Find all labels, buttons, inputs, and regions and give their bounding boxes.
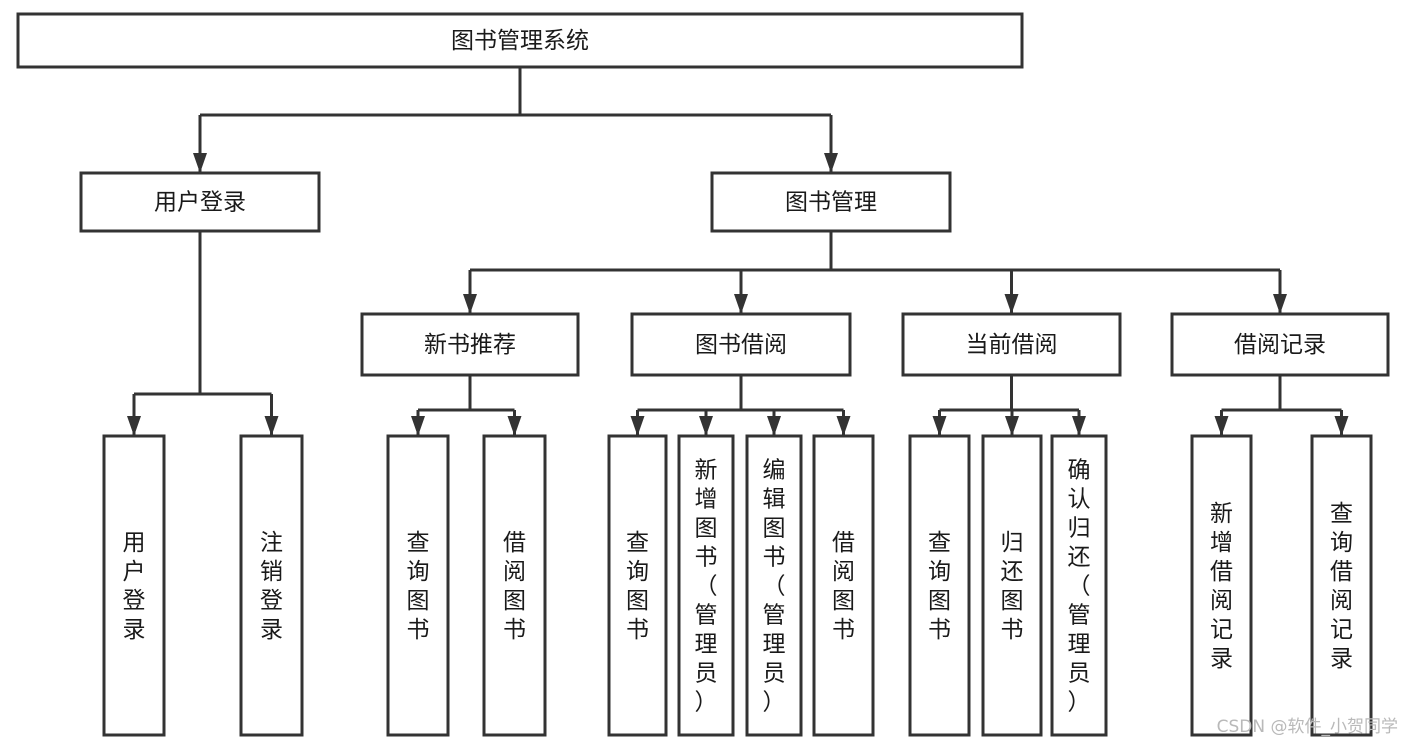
node-leaf-return-book[interactable]: 归还图书: [981, 434, 1043, 737]
node-leaf-edit-book-admin[interactable]: 编辑图书（管理员）: [745, 434, 803, 737]
node-leaf-query-borrow-record-label: 查询借阅记录: [1330, 501, 1353, 672]
node-leaf-borrow-book-borrow-rect: [812, 434, 875, 737]
node-leaf-query-borrow-record[interactable]: 查询借阅记录: [1310, 434, 1373, 737]
connector-arrowhead: [1072, 416, 1086, 436]
node-book-borrow-rect: [630, 312, 852, 377]
node-book-borrow-label: 图书借阅: [695, 332, 787, 358]
connector-arrowhead: [264, 416, 279, 436]
connector-arrowhead: [699, 416, 713, 436]
connector-arrowhead: [1214, 416, 1229, 436]
node-root-root-rect: [16, 12, 1024, 69]
node-leaf-user-login-label: 用户登录: [123, 530, 146, 643]
node-root-root-label: 图书管理系统: [451, 28, 589, 54]
node-leaf-query-book-current[interactable]: 查询图书: [908, 434, 971, 737]
connector-arrowhead: [630, 416, 645, 436]
node-borrow-record[interactable]: 借阅记录: [1170, 312, 1390, 377]
node-leaf-query-book-borrow-rect: [607, 434, 668, 737]
node-borrow-record-rect: [1170, 312, 1390, 377]
connector-arrowhead: [767, 416, 781, 436]
node-leaf-logout[interactable]: 注销登录: [239, 434, 304, 737]
node-leaf-add-borrow-record[interactable]: 新增借阅记录: [1190, 434, 1253, 737]
connector-arrowhead: [463, 294, 477, 314]
node-current-borrow-label: 当前借阅: [966, 332, 1058, 358]
node-root-root[interactable]: 图书管理系统: [16, 12, 1024, 69]
node-leaf-user-login-rect: [102, 434, 166, 737]
connector-arrowhead: [193, 153, 207, 173]
connector-arrowhead: [507, 416, 522, 436]
node-new-book-recommend-rect: [360, 312, 580, 377]
node-current-borrow[interactable]: 当前借阅: [901, 312, 1122, 377]
connector-arrowhead: [734, 294, 748, 314]
node-leaf-query-book-borrow[interactable]: 查询图书: [607, 434, 668, 737]
node-current-borrow-rect: [901, 312, 1122, 377]
node-leaf-query-book-borrow-label: 查询图书: [626, 530, 649, 643]
connector-arrowhead: [1334, 416, 1349, 436]
node-leaf-confirm-return-admin-rect: [1050, 434, 1108, 737]
node-leaf-query-book-recommend-rect: [386, 434, 450, 737]
connectors-layer: [127, 67, 1349, 436]
node-book-management-label: 图书管理: [785, 190, 877, 216]
node-leaf-confirm-return-admin-label: 确认归还（管理员）: [1068, 458, 1091, 716]
node-leaf-borrow-book-borrow[interactable]: 借阅图书: [812, 434, 875, 737]
node-borrow-record-label: 借阅记录: [1234, 332, 1326, 358]
node-user-login[interactable]: 用户登录: [79, 171, 321, 233]
node-leaf-borrow-book-borrow-label: 借阅图书: [832, 530, 855, 643]
node-leaf-edit-book-admin-rect: [745, 434, 803, 737]
node-leaf-query-book-current-rect: [908, 434, 971, 737]
node-leaf-query-book-recommend[interactable]: 查询图书: [386, 434, 450, 737]
node-book-borrow[interactable]: 图书借阅: [630, 312, 852, 377]
node-book-management[interactable]: 图书管理: [710, 171, 952, 233]
node-leaf-logout-label: 注销登录: [260, 530, 283, 643]
node-user-login-rect: [79, 171, 321, 233]
node-leaf-query-book-current-label: 查询图书: [928, 530, 951, 643]
node-leaf-confirm-return-admin[interactable]: 确认归还（管理员）: [1050, 434, 1108, 737]
node-leaf-return-book-label: 归还图书: [1001, 530, 1024, 643]
node-leaf-add-book-admin-rect: [677, 434, 735, 737]
node-leaf-edit-book-admin-label: 编辑图书（管理员）: [763, 458, 786, 716]
node-book-management-rect: [710, 171, 952, 233]
connector-arrowhead: [1005, 416, 1019, 436]
node-leaf-borrow-book-recommend-rect: [482, 434, 547, 737]
connector-arrowhead: [824, 153, 838, 173]
node-leaf-borrow-book-recommend-label: 借阅图书: [503, 530, 526, 643]
node-new-book-recommend-label: 新书推荐: [424, 332, 516, 358]
connector-arrowhead: [1004, 294, 1019, 314]
node-new-book-recommend[interactable]: 新书推荐: [360, 312, 580, 377]
connector-arrowhead: [836, 416, 851, 436]
node-leaf-return-book-rect: [981, 434, 1043, 737]
node-leaf-borrow-book-recommend[interactable]: 借阅图书: [482, 434, 547, 737]
connector-arrowhead: [1273, 294, 1287, 314]
node-leaf-query-book-recommend-label: 查询图书: [407, 530, 430, 643]
node-leaf-add-borrow-record-label: 新增借阅记录: [1210, 501, 1233, 672]
node-leaf-query-borrow-record-rect: [1310, 434, 1373, 737]
node-leaf-add-book-admin-label: 新增图书（管理员）: [695, 458, 718, 716]
nodes-layer: 图书管理系统用户登录图书管理新书推荐图书借阅当前借阅借阅记录用户登录注销登录查询…: [16, 12, 1390, 737]
node-leaf-user-login[interactable]: 用户登录: [102, 434, 166, 737]
connector-arrowhead: [127, 416, 141, 436]
node-leaf-add-book-admin[interactable]: 新增图书（管理员）: [677, 434, 735, 737]
node-user-login-label: 用户登录: [154, 190, 246, 216]
node-leaf-logout-rect: [239, 434, 304, 737]
connector-arrowhead: [932, 416, 947, 436]
connector-arrowhead: [411, 416, 425, 436]
csdn-watermark: CSDN @软件_小贺同学: [1217, 717, 1398, 737]
node-leaf-add-borrow-record-rect: [1190, 434, 1253, 737]
